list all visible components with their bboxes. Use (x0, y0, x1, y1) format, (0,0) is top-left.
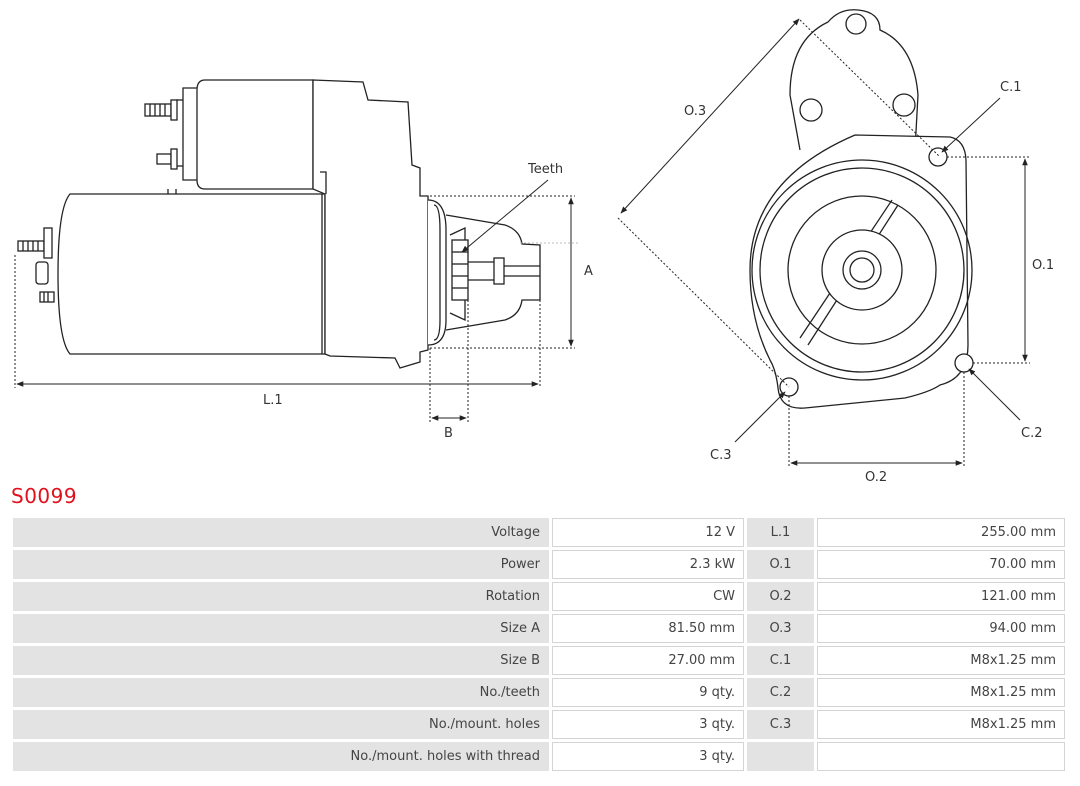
label-l1: L.1 (263, 393, 283, 408)
dimension-value: M8x1.25 mm (817, 646, 1065, 675)
dimension-label: O.1 (747, 550, 814, 579)
starter-motor-diagram: Teeth A L.1 B (14, 9, 1054, 485)
dimension-label: O.3 (747, 614, 814, 643)
table-row: No./mount. holes 3 qty. C.3 M8x1.25 mm (13, 710, 1065, 739)
dimension-value: 94.00 mm (817, 614, 1065, 643)
spec-value: CW (552, 582, 744, 611)
product-code-title: S0099 (11, 484, 78, 508)
table-row: Rotation CW O.2 121.00 mm (13, 582, 1065, 611)
dimension-value: 70.00 mm (817, 550, 1065, 579)
drive-housing (312, 79, 429, 369)
dimension-value: 255.00 mm (817, 518, 1065, 547)
spec-label: Size A (13, 614, 549, 643)
label-c2: C.2 (1021, 426, 1042, 441)
label-o2: O.2 (865, 470, 887, 485)
spec-label: Rotation (13, 582, 549, 611)
dimension-value (817, 742, 1065, 771)
terminal-lower (156, 153, 172, 165)
dimension-label: O.2 (747, 582, 814, 611)
dimension-label: C.2 (747, 678, 814, 707)
pinion-housing (445, 214, 541, 331)
label-o3: O.3 (684, 104, 706, 119)
label-a: A (584, 264, 593, 279)
spec-value: 9 qty. (552, 678, 744, 707)
spec-value: 81.50 mm (552, 614, 744, 643)
front-view (749, 9, 974, 409)
hole-c1 (928, 147, 948, 167)
side-view-dimensions (14, 179, 580, 422)
shaft-end (493, 257, 505, 285)
solenoid (196, 79, 314, 190)
flange (427, 199, 447, 346)
label-c1: C.1 (1000, 80, 1021, 95)
terminal-upper (144, 103, 172, 117)
dimension-label: C.3 (747, 710, 814, 739)
side-view (17, 79, 541, 369)
spec-label: Size B (13, 646, 549, 675)
label-b: B (444, 426, 453, 441)
dimension-value: M8x1.25 mm (817, 678, 1065, 707)
spec-label: No./mount. holes with thread (13, 742, 549, 771)
dimension-label: C.1 (747, 646, 814, 675)
table-row: Voltage 12 V L.1 255.00 mm (13, 518, 1065, 547)
spec-label: Voltage (13, 518, 549, 547)
label-o1: O.1 (1032, 258, 1054, 273)
spec-value: 3 qty. (552, 710, 744, 739)
motor-body (57, 193, 326, 355)
spec-label: No./teeth (13, 678, 549, 707)
hub (821, 229, 903, 311)
housing-outer (751, 159, 973, 381)
front-view-dimensions (617, 18, 1030, 467)
table-row: Power 2.3 kW O.1 70.00 mm (13, 550, 1065, 579)
spec-value: 12 V (552, 518, 744, 547)
spec-label: No./mount. holes (13, 710, 549, 739)
spec-value: 27.00 mm (552, 646, 744, 675)
specifications-table: Voltage 12 V L.1 255.00 mm Power 2.3 kW … (10, 515, 1068, 774)
top-ear (789, 9, 919, 151)
label-teeth: Teeth (527, 162, 563, 177)
table-row: Size B 27.00 mm C.1 M8x1.25 mm (13, 646, 1065, 675)
table-row: Size A 81.50 mm O.3 94.00 mm (13, 614, 1065, 643)
end-terminal (17, 240, 45, 252)
hole-c2 (954, 353, 974, 373)
dimension-label (747, 742, 814, 771)
table-row: No./mount. holes with thread 3 qty. (13, 742, 1065, 771)
spec-value: 2.3 kW (552, 550, 744, 579)
spec-value: 3 qty. (552, 742, 744, 771)
dimension-value: 121.00 mm (817, 582, 1065, 611)
label-c3: C.3 (710, 448, 731, 463)
table-row: No./teeth 9 qty. C.2 M8x1.25 mm (13, 678, 1065, 707)
dimension-value: M8x1.25 mm (817, 710, 1065, 739)
pinion-teeth (451, 239, 469, 301)
dimension-label: L.1 (747, 518, 814, 547)
spec-label: Power (13, 550, 549, 579)
